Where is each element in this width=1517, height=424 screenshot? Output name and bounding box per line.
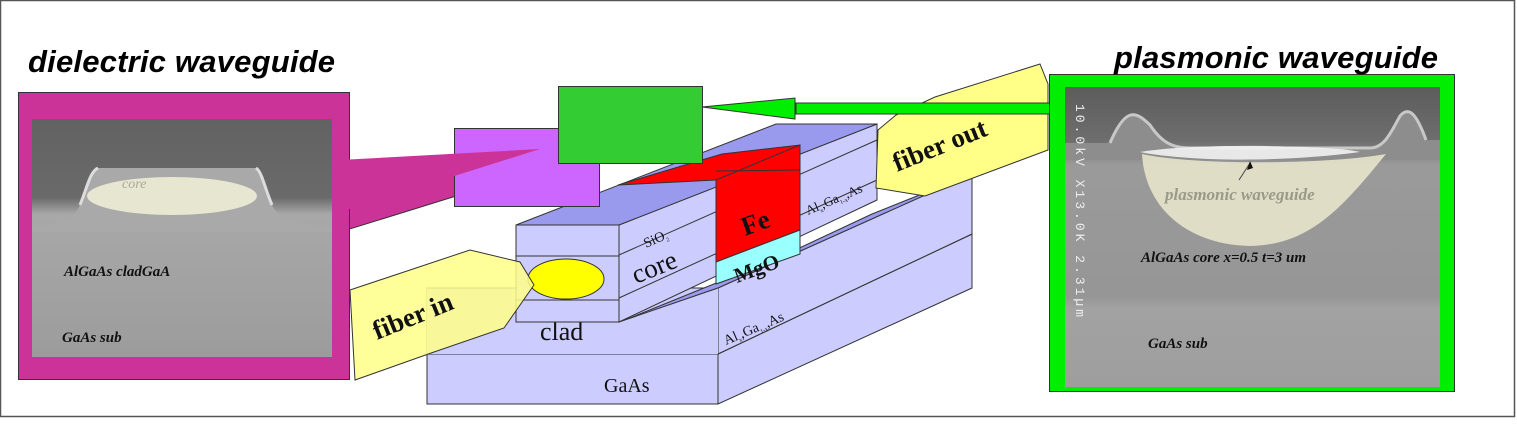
pointer-line [1238, 162, 1251, 181]
algaas-upper-label: Alx,Ga1-x,As [803, 180, 865, 219]
plasmonic-sub-label: GaAs sub [1148, 336, 1208, 352]
dielectric-sem-image [32, 119, 332, 357]
plasmonic-trench [1065, 111, 1440, 160]
dielectric-sub-label: GaAs sub [62, 330, 122, 346]
dielectric-core-label: core [122, 177, 146, 192]
plasmonic-panel: plasmonic waveguide AlGaAs core x=0.5 t=… [1049, 74, 1455, 392]
algaas-lower-label: Alx,Ga1-x,As [722, 310, 787, 350]
mode-spot [527, 258, 605, 300]
signal-arrow [701, 97, 1067, 120]
plasmonic-mode-region [1142, 154, 1386, 246]
callout-wedge-overlay [340, 149, 540, 212]
fiber-out: fiber out [875, 63, 1049, 197]
substrate-label: GaAs [604, 375, 650, 397]
sem-readout: 10.0kV X13.0K 2.31µm [1072, 104, 1087, 320]
metal-strip [1140, 145, 1360, 160]
mgo-layer [715, 229, 801, 285]
dielectric-clad-label: AlGaAs cladGaA [63, 264, 170, 280]
plasmonic-heading: plasmonic waveguide [1114, 40, 1439, 75]
fiber-in: fiber in [349, 249, 535, 381]
fiber-in-shape [349, 249, 535, 381]
arrow-head-icon [701, 97, 796, 120]
dielectric-heading: dielectric waveguide [28, 44, 336, 79]
device-stack: GaAs Alx,Ga1-x,As clad SiO2 core Fe MgO [426, 123, 973, 405]
dielectric-core-ellipse [87, 177, 257, 215]
dielectric-panel: core AlGaAs cladGaA GaAs sub [18, 92, 541, 380]
plasmonic-core-label: AlGaAs core x=0.5 t=3 um [1140, 250, 1306, 266]
plasmonic-waveguide-label: plasmonic waveguide [1163, 185, 1315, 204]
callout-box-green [558, 86, 703, 164]
